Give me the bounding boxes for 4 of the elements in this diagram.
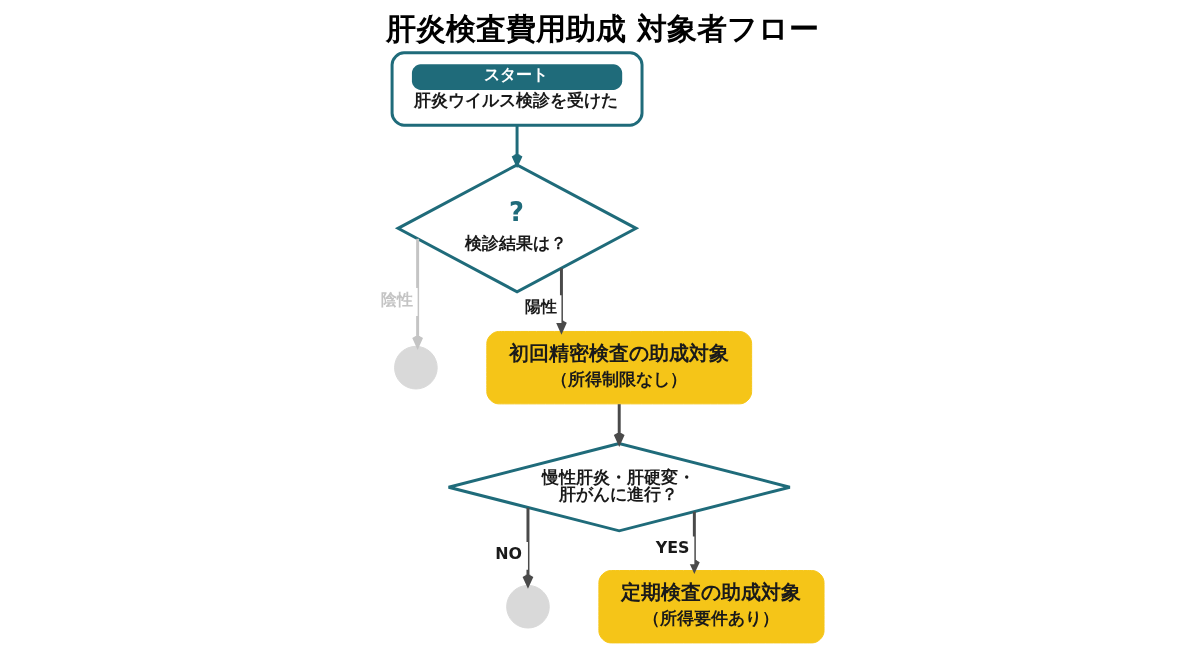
diagram-title: 肝炎検査費用助成 対象者フロー	[386, 10, 819, 46]
edge-label: YES	[655, 538, 690, 558]
edge-label: NO	[495, 543, 522, 563]
edge-label: 陽性	[524, 296, 557, 316]
